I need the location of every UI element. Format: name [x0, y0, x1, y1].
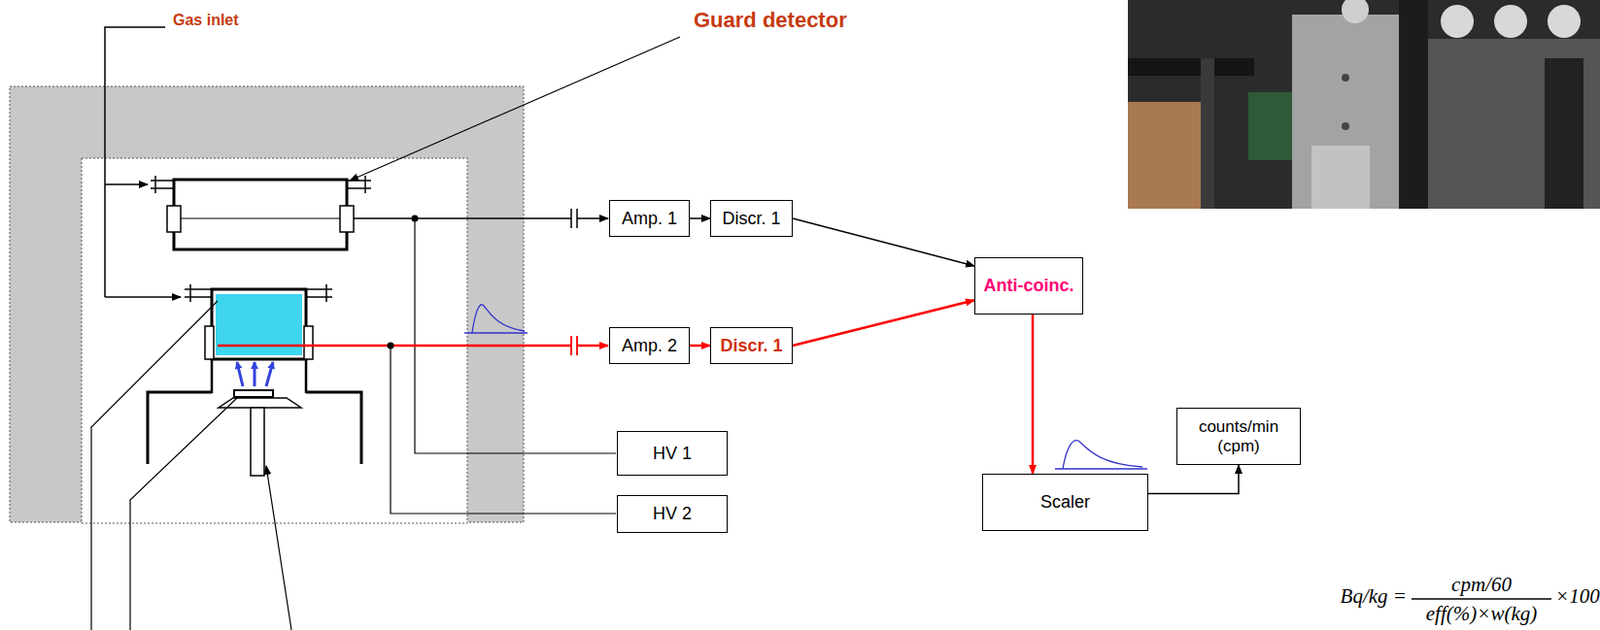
discriminator-box: Discr. 1 — [710, 200, 793, 238]
anti-coincidence-box: Anti-coinc. — [974, 257, 1084, 315]
photo-bar — [1544, 58, 1584, 209]
photo-screw — [1341, 73, 1350, 82]
detector-insulator — [304, 326, 313, 360]
formula-numerator: cpm/60 — [1411, 574, 1552, 597]
formula-term: Bq/kg = — [1282, 585, 1407, 609]
photo-bar — [1127, 58, 1255, 76]
sample-holder — [218, 398, 302, 409]
box-text: Amp. 1 — [621, 208, 678, 230]
photo-bar — [1398, 0, 1429, 209]
box-text: Discr. 1 — [721, 208, 781, 230]
sample-planchet — [234, 390, 273, 398]
pulse-icon — [1055, 441, 1148, 470]
chamber-wall — [211, 359, 307, 394]
photo-metal-plate — [1311, 145, 1370, 209]
photo-bar — [1200, 58, 1215, 209]
signal-arrow — [577, 344, 609, 348]
leader-line — [130, 398, 238, 630]
gas-inlet-arrow — [104, 296, 181, 299]
guard-detector-body — [173, 179, 347, 250]
formula-factor: ×100 — [1555, 585, 1600, 609]
guard-insulator — [167, 205, 181, 233]
detector-signal-wire — [217, 344, 572, 348]
formula-denominator: eff(%)×w(kg) — [1411, 603, 1552, 626]
photo-disc — [1341, 0, 1369, 24]
high-voltage-box: HV 1 — [616, 431, 728, 477]
signal-connector — [689, 217, 711, 220]
signal-connector — [1031, 314, 1035, 475]
gas-inlet-label: Gas inlet — [172, 11, 239, 30]
box-text: counts/min (cpm) — [1183, 417, 1294, 456]
anode-wire — [180, 217, 341, 219]
signal-connector — [689, 344, 711, 348]
photo-metal-plate — [1428, 38, 1600, 209]
leader-line — [349, 36, 681, 181]
photo-metal-plate — [1292, 14, 1399, 209]
photo-background — [1127, 0, 1600, 209]
gas-inlet-arrow — [104, 183, 148, 186]
amplifier-box: Amp. 1 — [609, 200, 690, 238]
radiation-arrow — [266, 362, 273, 387]
detector-insulator — [204, 326, 214, 360]
signal-connector — [792, 300, 975, 346]
radiation-arrow — [237, 362, 243, 387]
box-text: Anti-coinc. — [984, 275, 1075, 297]
signal-connector — [1148, 465, 1239, 495]
box-text: Scaler — [1040, 492, 1090, 513]
coupling-capacitor — [571, 336, 578, 356]
signal-connector — [792, 218, 975, 267]
coupling-capacitor — [571, 208, 578, 229]
detector-housing — [211, 289, 307, 360]
signal-arrow — [577, 217, 609, 220]
leader-line — [266, 466, 292, 630]
piston-rod — [250, 408, 265, 477]
shield-cavity — [81, 158, 468, 524]
amplifier-box: Amp. 2 — [609, 327, 690, 365]
scaler-box: Scaler — [982, 474, 1149, 532]
guard-insulator — [340, 205, 354, 233]
box-text: Amp. 2 — [621, 336, 678, 357]
part-label: Guard detector — [693, 7, 848, 34]
leader-line — [91, 301, 218, 630]
box-text: Discr. 1 — [719, 336, 783, 357]
photo-disc — [1494, 4, 1528, 38]
output-box: counts/min (cpm) — [1176, 408, 1301, 466]
photo-floor — [1127, 102, 1201, 209]
lead-shield — [9, 86, 524, 523]
guard-signal-wire — [353, 217, 572, 220]
hv2-wire — [390, 345, 616, 514]
photo-circuit-board — [1248, 92, 1297, 161]
box-text: HV 2 — [652, 504, 692, 525]
radiation-arrow — [253, 362, 257, 387]
instrument-photo — [1127, 0, 1600, 209]
high-voltage-box: HV 2 — [616, 495, 728, 534]
discriminator-box: Discr. 1 — [710, 327, 793, 365]
gas-inlet-line — [104, 27, 166, 298]
photo-disc — [1440, 4, 1474, 38]
hv1-wire — [414, 218, 616, 454]
pulse-icon — [464, 305, 528, 334]
photo-screw — [1341, 122, 1350, 131]
fraction-bar — [1411, 598, 1552, 600]
photo-disc — [1547, 4, 1581, 38]
box-text: HV 1 — [652, 443, 692, 465]
